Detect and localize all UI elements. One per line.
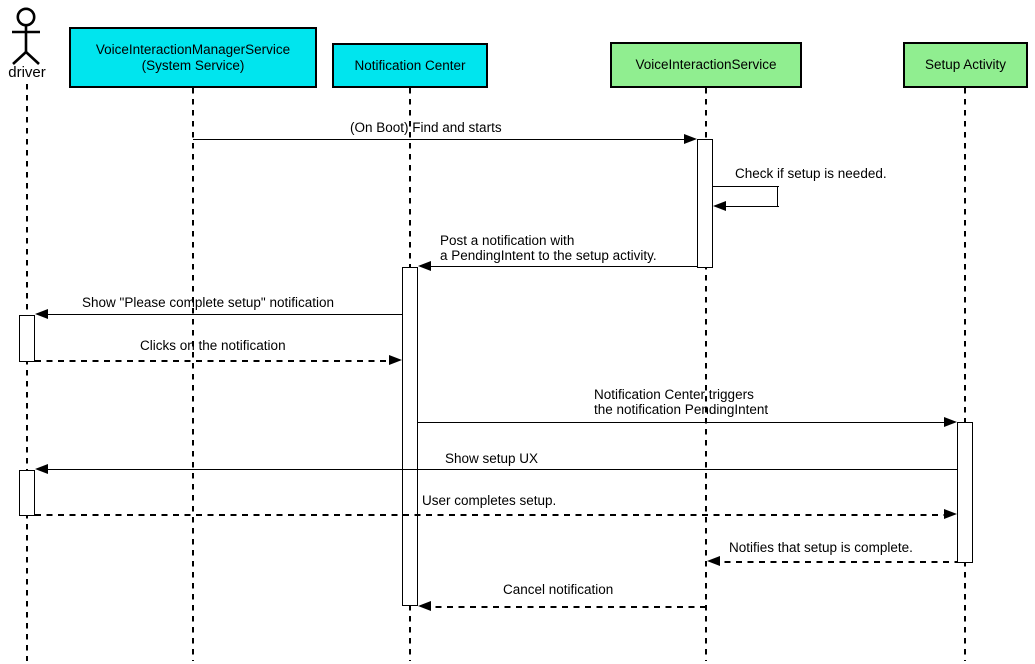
arrow-left-icon	[418, 261, 431, 271]
self-message-line-right	[777, 186, 778, 207]
arrow-right-icon	[684, 134, 697, 144]
lifeline-driver	[26, 84, 28, 661]
message-line-1	[193, 139, 690, 140]
stick-figure-icon	[12, 7, 40, 65]
participant-box-voiceinteractionservice: VoiceInteractionService	[610, 42, 802, 88]
lifeline-voiceinteractionmanagerservice	[192, 88, 194, 661]
lifeline-voiceinteractionservice	[705, 88, 707, 661]
message-label-4: Show "Please complete setup" notificatio…	[82, 295, 334, 310]
message-label-5: Clicks on the notification	[140, 338, 286, 353]
arrow-right-icon	[944, 417, 957, 427]
actor-driver: driver	[0, 0, 54, 86]
message-label-9: Notifies that setup is complete.	[729, 540, 913, 555]
message-line-9	[713, 561, 957, 563]
participant-box-notification-center: Notification Center	[332, 43, 488, 88]
arrow-left-icon	[707, 556, 720, 566]
message-line-8	[35, 514, 945, 516]
lifeline-setup-activity	[964, 88, 966, 661]
arrow-left-icon	[35, 464, 48, 474]
message-line-4	[40, 314, 403, 315]
arrow-left-icon	[35, 309, 48, 319]
message-label-8: User completes setup.	[422, 493, 557, 508]
message-label-2: Check if setup is needed.	[735, 166, 887, 181]
message-label-10: Cancel notification	[503, 582, 614, 597]
activation-bar-driver-1	[19, 315, 35, 362]
activation-bar-driver-2	[19, 470, 35, 516]
activation-bar-setup-activity	[957, 422, 973, 563]
message-line-6	[418, 422, 951, 423]
actor-label: driver	[8, 64, 46, 81]
participant-box-setup-activity: Setup Activity	[903, 42, 1028, 88]
arrow-right-icon	[389, 355, 402, 365]
participant-box-voiceinteractionmanagerservice: VoiceInteractionManagerService (System S…	[69, 27, 317, 88]
message-label-1: (On Boot) Find and starts	[350, 120, 502, 135]
message-line-3	[425, 266, 697, 267]
message-line-10	[424, 606, 705, 608]
arrow-right-icon	[944, 509, 957, 519]
arrow-left-icon	[713, 201, 726, 211]
self-message-line-top	[712, 186, 779, 187]
message-label-3: Post a notification with a PendingIntent…	[440, 233, 657, 263]
self-message-line-bottom	[718, 206, 779, 207]
message-line-7	[40, 469, 957, 470]
activation-bar-voiceinteractionservice	[697, 139, 713, 268]
arrow-left-icon	[418, 601, 431, 611]
message-label-7: Show setup UX	[445, 451, 539, 466]
message-line-5	[35, 360, 390, 362]
activation-bar-notification-center	[402, 267, 418, 606]
message-label-6: Notification Center triggers the notific…	[594, 387, 769, 417]
